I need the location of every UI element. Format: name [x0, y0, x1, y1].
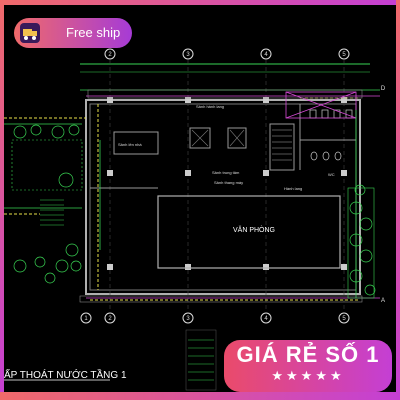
- svg-text:Sảnh trung tâm: Sảnh trung tâm: [212, 170, 240, 175]
- free-ship-label: Free ship: [66, 25, 121, 40]
- top-hatch-band: [87, 89, 363, 99]
- landscaping-left: [13, 124, 82, 284]
- grid-letter-d: D: [381, 86, 386, 92]
- structural-columns: [107, 97, 347, 270]
- bottom-hatch-band: [79, 295, 363, 303]
- top-border: [0, 0, 400, 5]
- grid-label-bottom-3: 3: [186, 316, 190, 322]
- grid-label-3: 3: [186, 52, 190, 58]
- price-banner: GIÁ RẺ SỐ 1 ★★★★★: [224, 340, 392, 392]
- grid-label-bottom-4: 4: [264, 316, 268, 322]
- grid-label-bottom-5: 5: [342, 316, 346, 322]
- grid-markers-bottom: [80, 312, 350, 324]
- grid-letter-a: A: [381, 298, 385, 304]
- elevator-x: [191, 129, 245, 147]
- grid-label-bottom-2: 2: [108, 316, 112, 322]
- wc-fixtures: [309, 109, 353, 161]
- building-outline: [85, 99, 361, 295]
- plumbing-lines-green: [4, 89, 380, 298]
- grid-label-4: 4: [264, 52, 268, 58]
- landscaping-area-right: [347, 187, 375, 299]
- office-room-label: VĂN PHÒNG: [233, 225, 275, 234]
- landscaping-right: [349, 184, 376, 296]
- rating-stars-icon: ★★★★★: [271, 368, 345, 383]
- free-ship-badge: Free ship: [14, 18, 132, 48]
- grid-label-2: 2: [108, 52, 112, 58]
- partitions: [90, 104, 356, 189]
- room-labels: Sảnh hành lang Sảnh lên nhà Sảnh trung t…: [118, 104, 335, 191]
- stairs: [272, 129, 292, 161]
- svg-text:Hành lang: Hành lang: [284, 186, 302, 191]
- banner-title: GIÁ RẺ SỐ 1: [236, 342, 380, 367]
- left-border: [0, 0, 4, 400]
- plumbing-lines-magenta: [86, 91, 380, 299]
- svg-text:Sảnh lên nhà: Sảnh lên nhà: [118, 142, 142, 147]
- shipping-icon: [20, 23, 40, 43]
- grid-markers-top: [104, 48, 350, 60]
- legend: [185, 329, 217, 391]
- grid-label-5: 5: [342, 52, 346, 58]
- svg-text:Sảnh thang máy: Sảnh thang máy: [214, 180, 243, 185]
- grid-label-bottom-1: 1: [84, 316, 88, 322]
- bottom-border: [0, 392, 400, 400]
- right-border: [396, 0, 400, 400]
- office-room: [157, 195, 341, 269]
- drawing-title: ẤP THOÁT NƯỚC TẦNG 1: [4, 370, 127, 381]
- svg-text:WC: WC: [328, 172, 335, 177]
- ramp-lines: [40, 199, 64, 226]
- landscaping-area-left: [11, 139, 83, 191]
- svg-text:Sảnh hành lang: Sảnh hành lang: [196, 104, 224, 109]
